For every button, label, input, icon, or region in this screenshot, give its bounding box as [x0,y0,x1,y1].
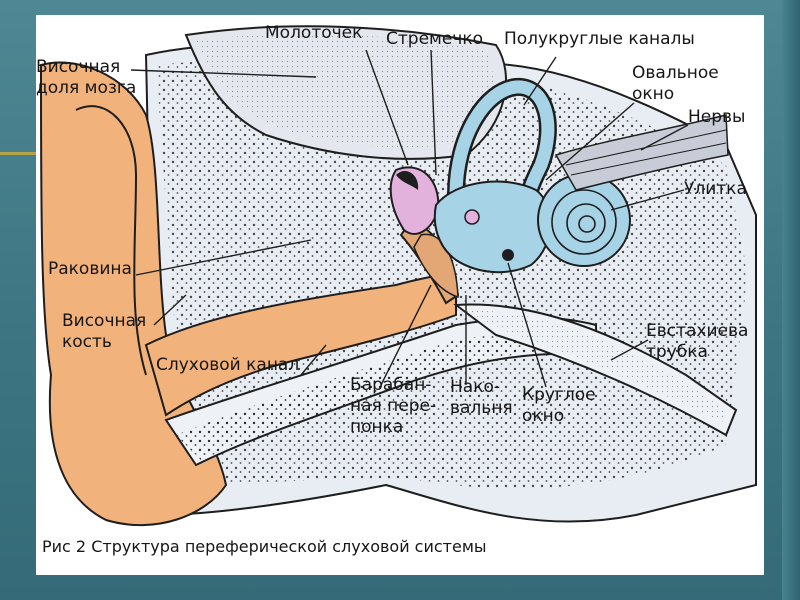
figure-caption: Рис 2 Структура переферической слуховой … [42,537,487,556]
label-eardrum: Барабан- ная пере- понка [350,375,436,438]
label-eustachian-tube: Евстахиева трубка [646,321,748,363]
label-oval-window: Овальное окно [632,63,719,105]
label-pinna: Раковина [48,259,132,280]
label-incus: Нако- вальня [450,377,513,419]
label-round-window: Круглое окно [522,385,596,427]
diagram-card: Височная доля мозга Молоточек Стремечко … [36,15,764,575]
label-semicircular-canals: Полукруглые каналы [504,29,695,50]
label-stapes: Стремечко [386,29,483,50]
round-window-marker [502,249,514,261]
label-malleus: Молоточек [265,23,362,44]
label-temporal-lobe: Височная доля мозга [36,57,136,99]
oval-window-marker [465,210,479,224]
slide-edge-stripe [782,0,800,600]
accent-line [0,152,36,155]
label-nerves: Нервы [688,107,745,128]
label-temporal-bone: Височная кость [62,311,146,353]
label-cochlea: Улитка [684,179,747,200]
label-ear-canal: Слуховой канал [156,355,299,376]
